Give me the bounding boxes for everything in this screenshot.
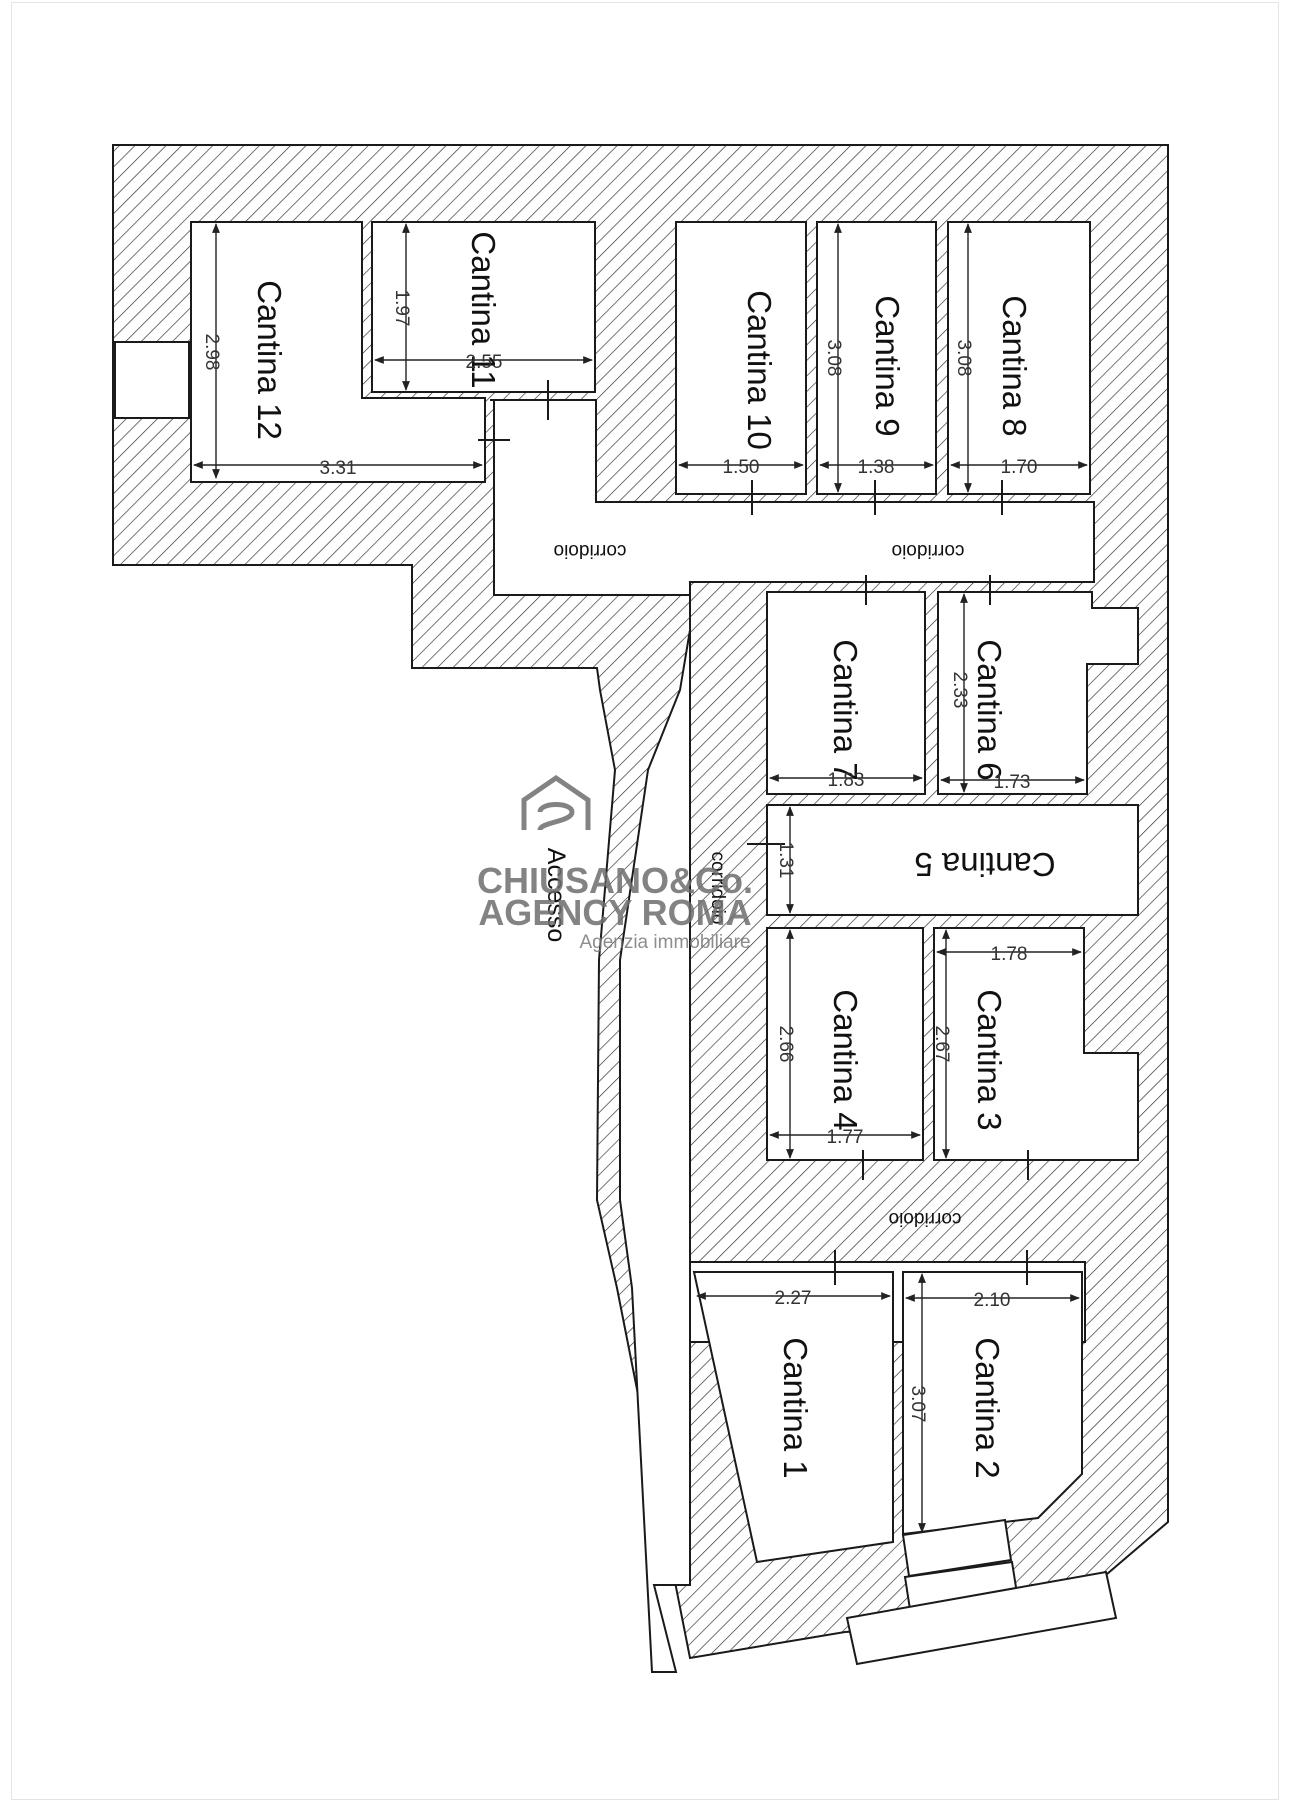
dim-c2-depth: 3.07 [907,1386,928,1423]
label-cantina12: Cantina 12 [251,280,288,440]
room-cantina7 [766,591,926,795]
dim-c3-depth: 2.67 [931,1026,952,1063]
corridor-label-vertical: corridoio [707,852,728,925]
dim-c6-width: 1.73 [994,772,1031,793]
dim-c9-depth: 3.08 [823,340,844,377]
corridor-labels: corridoio corridoio corridoio corridoio … [542,540,964,1229]
door-marks [478,380,1029,1285]
dim-c1-width: 2.27 [775,1288,812,1309]
dim-c8-width: 1.70 [1001,457,1038,478]
watermark-line1: CHIUSANO&Co. [477,860,753,901]
room-cantina5 [766,804,1139,916]
corridor [490,399,1095,1673]
dim-c6-depth: 2.33 [949,672,970,709]
dim-c11-depth: 1.97 [391,290,412,327]
label-cantina8: Cantina 8 [996,295,1033,436]
dim-c4-depth: 2.66 [775,1026,796,1063]
label-cantina3: Cantina 3 [971,989,1008,1130]
entrance-steps [845,1518,1118,1666]
dim-c12-depth: 2.98 [201,334,222,371]
dim-c10-width: 1.50 [723,457,760,478]
dim-c3-width: 1.78 [991,944,1028,965]
dim-c9-width: 1.38 [858,457,895,478]
watermark-line3: Agenzia immobiliare [579,932,750,953]
dim-c11-width: 2.55 [466,352,503,373]
room-cantina1 [692,1271,894,1564]
dimension-lines [193,223,1088,1533]
room-cantina2 [902,1271,1083,1536]
label-cantina10: Cantina 10 [741,290,778,450]
interior-space [190,221,1139,1673]
label-cantina2: Cantina 2 [969,1337,1006,1478]
label-cantina4: Cantina 4 [827,989,864,1130]
label-cantina7: Cantina 7 [827,639,864,780]
wall-opening [114,341,190,419]
dim-c7-width: 1.83 [828,770,865,791]
room-cantina12 [190,221,486,483]
floor-plan-drawing: Cantina 12 Cantina 11 Cantina 10 Cantina… [112,144,1169,1673]
dim-c2-width: 2.10 [974,1290,1011,1311]
dim-c8-depth: 3.08 [953,340,974,377]
dim-c4-width: 1.77 [827,1127,864,1148]
dim-c5-depth: 1.31 [775,842,796,879]
plan-sheet: Cantina 12 Cantina 11 Cantina 10 Cantina… [12,3,1278,1799]
room-cantina3 [933,927,1139,1161]
label-cantina11: Cantina 11 [465,231,502,388]
room-labels: Cantina 12 Cantina 11 Cantina 10 Cantina… [251,231,1056,1478]
agency-watermark: CHIUSANO&Co. AGENCY ROMA Agenzia immobil… [477,774,753,953]
house-logo-icon [521,774,591,832]
label-cantina1: Cantina 1 [777,1337,814,1478]
corridor-label-right: corridoio [892,540,965,561]
dim-c12-width: 3.31 [320,458,357,479]
room-cantina10 [675,221,807,495]
corridor-label-lower: corridoio [889,1208,962,1229]
label-cantina6: Cantina 6 [971,639,1008,780]
access-label: Accesso [542,848,570,942]
dimension-labels: 2.98 3.31 1.97 2.55 1.50 3.08 1.38 3.08 … [201,290,1037,1423]
label-cantina9: Cantina 9 [869,295,906,436]
corridor-label-left: corridoio [554,540,627,561]
label-cantina5: Cantina 5 [914,846,1055,883]
watermark-line2: AGENCY ROMA [478,892,751,933]
room-cantina6 [937,591,1139,795]
